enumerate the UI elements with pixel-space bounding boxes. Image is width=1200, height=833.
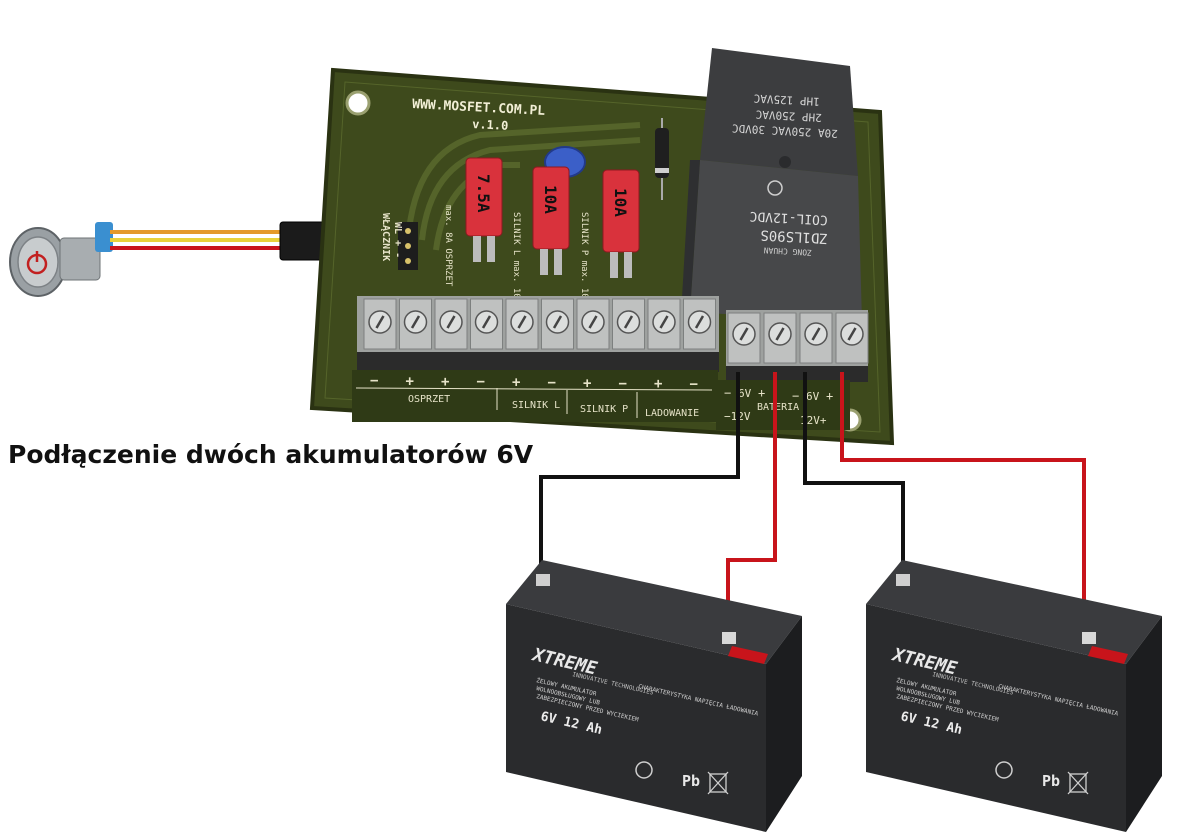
battery-front	[506, 604, 766, 832]
switch-pins: WL + -	[392, 222, 403, 258]
diagram-caption: Podłączenie dwóch akumulatorów 6V	[8, 440, 534, 469]
fuse-2-rating: 10A	[541, 185, 560, 214]
bat-sign: −	[792, 389, 799, 403]
battery-block-label: BATERIA	[757, 402, 799, 413]
battery-negative-terminal	[536, 574, 550, 586]
group-label-silnik-p: SILNIK P	[580, 404, 628, 415]
relay-cert-icon	[767, 180, 783, 196]
wire-red-1	[726, 372, 777, 632]
switch-label: WŁĄCZNIK	[380, 213, 391, 261]
fuse-1-rating: 7.5A	[474, 174, 493, 213]
terminal-block-battery-base	[726, 366, 868, 382]
battery-pb-label: Pb	[682, 772, 700, 790]
recycle-icon	[995, 761, 1013, 779]
terminal-sign: +	[406, 373, 414, 389]
relay: 1HP 125VAC 2HP 250VAC 20A 250VAC 30VDC Z…	[682, 48, 862, 322]
group-label-silnik-l: SILNIK L	[512, 400, 560, 411]
terminal-block-main-base	[357, 352, 719, 372]
wire-red-2	[840, 372, 1086, 632]
fuse-1: 7.5A	[465, 157, 503, 262]
group-label-ladowanie: LADOWANIE	[645, 408, 699, 419]
mounting-hole	[345, 90, 371, 116]
fuse-3: 10A	[602, 169, 640, 278]
main-terminal-signs: − + + − + − + − + −	[370, 373, 698, 393]
board-version: v.1.0	[472, 117, 509, 133]
terminal-sign: −	[370, 373, 378, 389]
diode	[655, 128, 669, 178]
battery-pb-label: Pb	[1042, 772, 1060, 790]
recycle-icon	[635, 761, 653, 779]
controller-board: WWW.MOSFET.COM.PL v.1.0 WŁĄCZNIK WL + - …	[309, 48, 895, 446]
wire-black-1	[539, 372, 740, 582]
bat-sign: +	[826, 389, 833, 403]
battery-front	[866, 604, 1126, 832]
push-button-switch	[9, 221, 356, 297]
bat-sign: −	[724, 386, 731, 400]
relay-coil: COIL-12VDC	[749, 208, 828, 227]
relay-rating-2: 2HP 250VAC	[755, 108, 822, 124]
terminal-blocks	[357, 296, 869, 382]
terminal-sign: −	[548, 375, 556, 391]
bin-crossed-icon	[1069, 773, 1087, 793]
group-label-osprzet: OSPRZET	[408, 394, 450, 405]
bat-sign: 6V	[738, 387, 752, 400]
bat-sign: 6V	[806, 390, 820, 403]
battery-side	[766, 616, 802, 832]
relay-model: ZD1LS90S	[760, 226, 828, 246]
battery-side	[1126, 616, 1162, 832]
bin-crossed-icon	[709, 773, 727, 793]
battery-positive-terminal	[722, 632, 736, 644]
fuse-note-1: max. 8A OSPRZET	[443, 205, 453, 287]
wire-black-2	[803, 372, 905, 582]
battery-negative-terminal	[896, 574, 910, 586]
relay-rating-1: 1HP 125VAC	[753, 92, 820, 108]
terminal-sign: −	[477, 374, 485, 390]
terminal-sign: +	[654, 376, 662, 392]
terminal-sign: +	[512, 375, 520, 391]
fuse-3-rating: 10A	[611, 188, 630, 217]
relay-rating-3: 20A 250VAC 30VDC	[732, 121, 839, 140]
terminal-sign: +	[583, 375, 591, 391]
fuse-note-2: SILNIK L max. 10A	[511, 212, 521, 305]
terminal-sign: −	[619, 376, 627, 392]
battery-wiring	[539, 372, 1086, 632]
board-url: WWW.MOSFET.COM.PL	[412, 97, 546, 119]
bat-sign: +	[758, 386, 765, 400]
fuse-2: 10A	[532, 166, 570, 275]
terminal-sign: −	[690, 377, 698, 393]
terminal-sign: +	[441, 374, 449, 390]
battery-positive-terminal	[1082, 632, 1096, 644]
relay-brand: ZONG CHUAN	[763, 245, 812, 257]
fuse-note-3: SILNIK P max. 10A	[579, 212, 589, 305]
